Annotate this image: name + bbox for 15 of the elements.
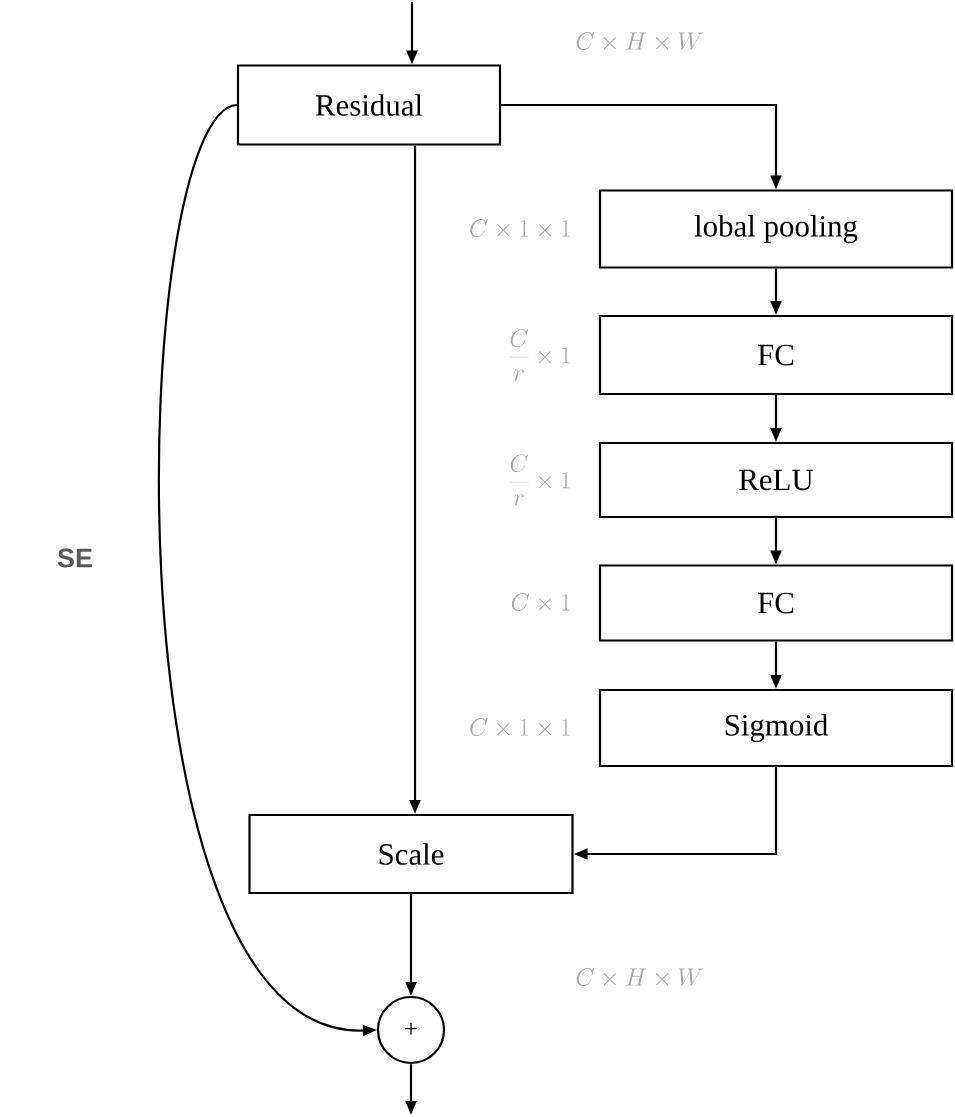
dimension-label: $C\times 1$ bbox=[511, 593, 570, 611]
process-box: lobal pooling bbox=[598, 189, 954, 269]
process-box: Scale bbox=[248, 813, 574, 895]
dimension-label: $\frac{C}{r}\times 1$ bbox=[509, 329, 570, 381]
process-box: ReLU bbox=[598, 441, 954, 519]
dimension-label: $\frac{C}{r}\times 1$ bbox=[509, 454, 570, 506]
dimension-label: $C\times 1\times 1$ bbox=[470, 219, 570, 237]
section-label: SE bbox=[57, 548, 92, 568]
dimension-label: $C\times H\times W$ bbox=[576, 968, 703, 986]
dimension-label: $C\times H\times W$ bbox=[576, 32, 703, 50]
process-box: FC bbox=[598, 314, 954, 396]
process-box: Sigmoid bbox=[598, 688, 954, 768]
process-box: Residual bbox=[236, 64, 502, 146]
process-box: FC bbox=[598, 564, 954, 642]
dimension-label: $C\times 1\times 1$ bbox=[470, 718, 570, 736]
